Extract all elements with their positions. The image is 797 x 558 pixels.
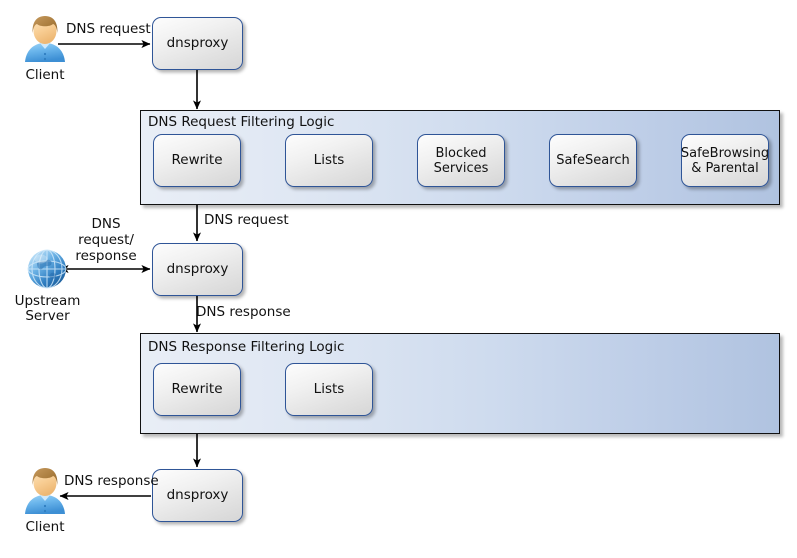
stage-rewrite-response[interactable]: Rewrite [153, 363, 241, 416]
stage-lists-response[interactable]: Lists [285, 363, 373, 416]
edge-label-dns-request-response: DNS request/ response [75, 216, 137, 264]
stage-rewrite-request[interactable]: Rewrite [153, 134, 241, 187]
person-icon [25, 16, 65, 62]
request-filtering-group-title: DNS Request Filtering Logic [148, 114, 335, 130]
dnsproxy-middle[interactable]: dnsproxy [152, 243, 243, 296]
edge-label-dns-response-middle: DNS response [196, 304, 291, 320]
globe-icon [27, 249, 67, 289]
client-top-label: Client [25, 67, 65, 83]
edge-label-dns-request-middle: DNS request [204, 212, 289, 228]
edge-label-dns-response-bottom: DNS response [64, 473, 159, 489]
stage-safesearch[interactable]: SafeSearch [549, 134, 637, 187]
stage-safebrowsing-parental[interactable]: SafeBrowsing & Parental [681, 134, 769, 187]
stage-lists-request[interactable]: Lists [285, 134, 373, 187]
edge-label-dns-request-top: DNS request [66, 21, 151, 37]
person-icon [25, 468, 65, 514]
response-filtering-group-title: DNS Response Filtering Logic [148, 339, 345, 355]
response-filtering-group [140, 333, 780, 434]
dnsproxy-bottom[interactable]: dnsproxy [152, 469, 243, 522]
dnsproxy-top[interactable]: dnsproxy [152, 17, 243, 70]
upstream-server-label: Upstream Server [14, 293, 81, 324]
stage-blocked-services[interactable]: Blocked Services [417, 134, 505, 187]
client-bottom-label: Client [25, 519, 65, 535]
